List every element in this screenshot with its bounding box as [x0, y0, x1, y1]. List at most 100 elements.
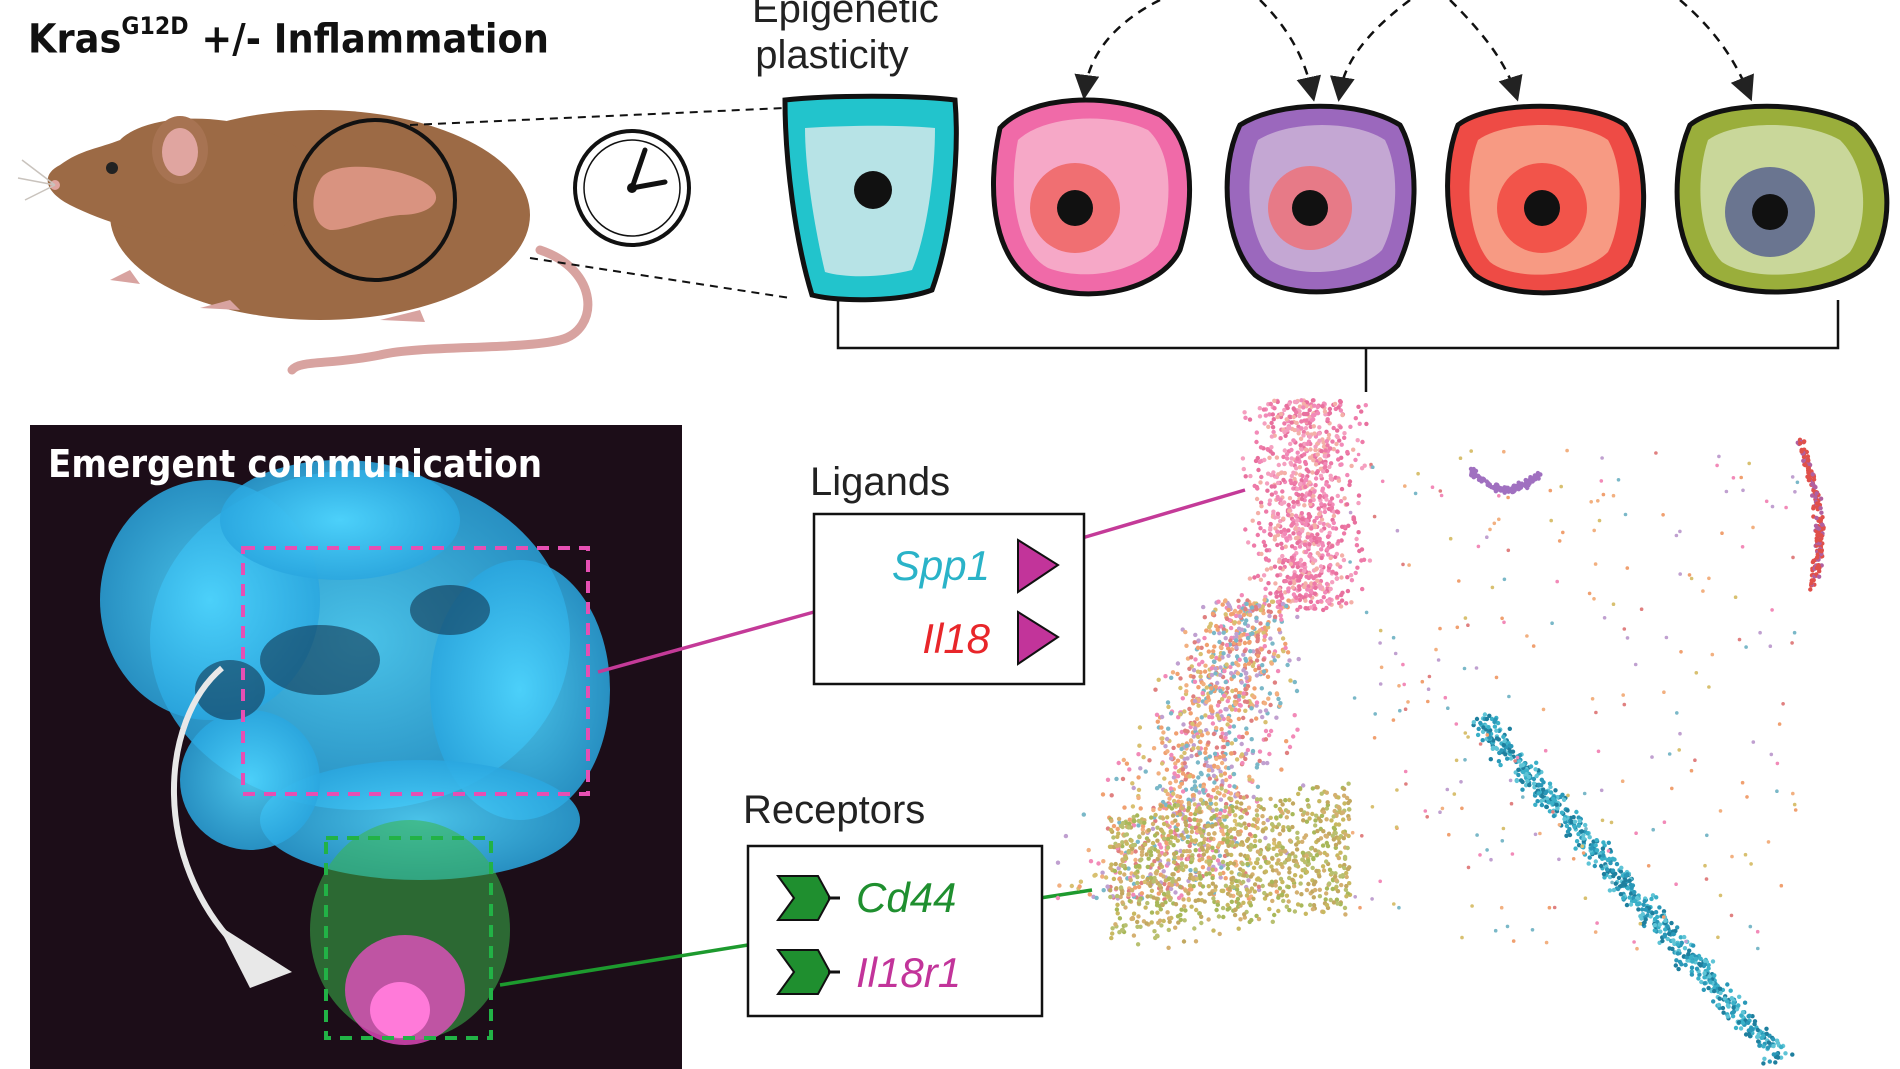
embedding-dot — [1298, 874, 1304, 879]
embedding-dot — [1707, 974, 1712, 979]
embedding-dot — [1303, 411, 1308, 417]
embedding-dot — [1627, 878, 1632, 883]
embedding-dot — [1232, 620, 1238, 625]
embedding-dot — [1482, 712, 1488, 717]
embedding-dot — [1268, 401, 1274, 407]
embedding-dot — [1332, 401, 1338, 407]
embedding-dot — [1252, 843, 1258, 849]
embedding-dot — [1255, 857, 1261, 862]
embedding-dot — [1265, 622, 1270, 627]
embedding-dot — [1131, 823, 1137, 828]
embedding-dot — [1236, 620, 1242, 625]
embedding-dot — [1111, 823, 1117, 829]
embedding-dot — [1761, 1061, 1766, 1066]
embedding-dot — [1608, 860, 1613, 866]
embedding-dot — [1326, 599, 1331, 604]
embedding-dot — [1274, 715, 1279, 720]
embedding-dot — [1143, 769, 1148, 774]
embedding-dot — [1265, 488, 1270, 493]
embedding-dot — [1242, 915, 1248, 920]
embedding-dot — [1500, 839, 1505, 843]
embedding-dot — [1263, 720, 1268, 725]
embedding-dot — [1539, 798, 1544, 804]
embedding-dot — [1246, 836, 1251, 842]
embedding-dot — [1107, 844, 1113, 849]
embedding-dot — [1224, 814, 1229, 819]
embedding-dot — [1140, 831, 1146, 836]
embedding-dot — [1256, 884, 1262, 889]
embedding-dot — [1120, 927, 1125, 932]
embedding-dot — [1262, 701, 1268, 706]
embedding-dot — [1599, 788, 1604, 793]
embedding-dot — [1127, 898, 1133, 904]
embedding-dot — [1117, 820, 1122, 825]
embedding-dot — [1771, 1043, 1776, 1049]
embedding-dot — [1257, 603, 1262, 608]
embedding-dot — [1290, 801, 1296, 806]
embedding-dot — [1634, 831, 1638, 835]
embedding-dot — [1319, 547, 1324, 552]
embedding-dot — [1547, 809, 1553, 814]
embedding-dot — [1160, 902, 1165, 908]
embedding-dot — [1407, 563, 1411, 567]
embedding-dot — [1480, 476, 1486, 481]
embedding-dot — [1253, 604, 1258, 610]
embedding-dot — [1166, 858, 1171, 863]
embedding-dot — [1338, 399, 1344, 405]
embedding-dot — [1360, 834, 1364, 838]
embedding-dot — [1738, 1026, 1744, 1031]
embedding-dot — [1270, 883, 1275, 888]
embedding-dot — [1215, 680, 1220, 686]
embedding-dot — [1262, 634, 1268, 639]
embedding-dot — [1267, 532, 1273, 537]
embedding-dot — [1246, 822, 1252, 828]
embedding-dot — [1232, 826, 1237, 831]
embedding-dot — [1290, 824, 1295, 830]
embedding-dot — [1202, 615, 1208, 620]
embedding-dot — [1344, 870, 1349, 876]
embedding-dot — [1327, 410, 1333, 416]
embedding-dot — [1327, 464, 1332, 470]
embedding-dot — [1335, 449, 1340, 454]
embedding-dot — [1272, 912, 1277, 918]
embedding-dot — [1275, 399, 1280, 405]
embedding-dot — [1353, 457, 1358, 463]
embedding-dot — [1274, 691, 1280, 696]
embedding-dot — [1121, 757, 1127, 763]
embedding-dot — [1234, 638, 1239, 643]
embedding-dot — [1330, 886, 1335, 892]
embedding-dot — [1338, 850, 1343, 855]
embedding-dot — [1314, 868, 1319, 874]
embedding-dot — [1338, 874, 1343, 879]
embedding-dot — [1600, 818, 1605, 823]
embedding-dot — [1260, 714, 1265, 720]
embedding-dot — [1223, 883, 1229, 888]
embedding-dot — [1320, 864, 1326, 869]
embedding-dot — [1296, 431, 1301, 436]
embedding-dot — [1143, 905, 1148, 910]
embedding-dot — [1313, 574, 1319, 579]
embedding-dot — [1228, 625, 1234, 631]
embedding-dot — [1344, 883, 1349, 889]
embedding-dot — [1658, 929, 1663, 934]
embedding-dot — [1195, 669, 1201, 674]
embedding-dot — [1168, 711, 1174, 716]
embedding-dot — [1793, 490, 1797, 494]
embedding-dot — [1766, 1040, 1772, 1045]
embedding-dot — [1521, 483, 1526, 488]
embedding-dot — [1310, 865, 1315, 871]
embedding-dot — [1197, 873, 1203, 879]
embedding-dot — [1635, 946, 1639, 951]
embedding-dot — [1288, 561, 1294, 567]
embedding-dot — [1233, 687, 1239, 693]
embedding-dot — [1496, 759, 1502, 764]
embedding-dot — [1116, 866, 1121, 871]
embedding-dot — [1243, 662, 1248, 668]
embedding-dot — [1280, 601, 1286, 607]
embedding-dot — [1240, 760, 1245, 766]
embedding-dot — [1264, 567, 1270, 572]
embedding-dot — [1356, 500, 1361, 506]
embedding-dot — [1328, 586, 1333, 592]
embedding-dot — [1286, 508, 1292, 514]
embedding-dot — [1166, 945, 1171, 950]
